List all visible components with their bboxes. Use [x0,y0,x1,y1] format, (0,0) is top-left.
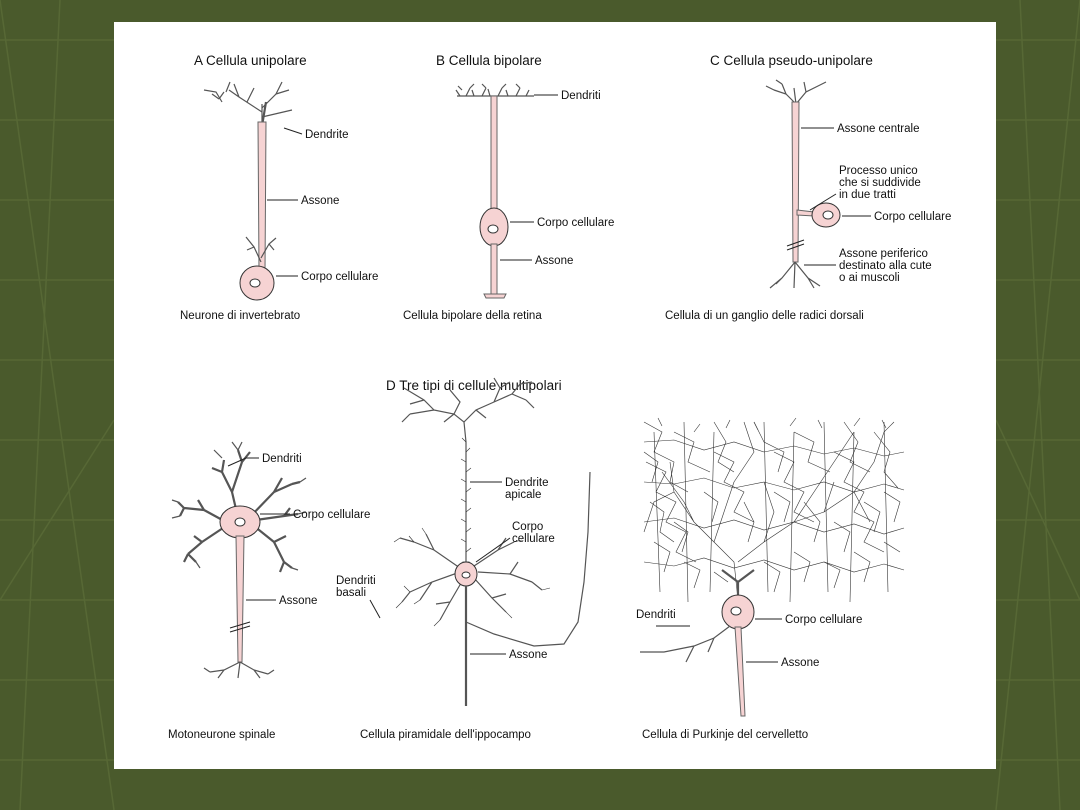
panel-c-title: C Cellula pseudo-unipolare [710,53,873,68]
purkinje-nucleus [730,606,742,616]
label-moto-corpo: Corpo cellulare [293,509,370,521]
bipolar-nucleus [487,224,499,234]
pyramidal-neuron: Dendrite apicale Corpo cellulare Dendrit… [336,377,591,741]
label-moto-assone: Assone [279,595,317,607]
label-pyr-corpo-1: Corpo [512,521,543,533]
unipolar-dendrites [203,81,293,127]
label-pyr-assone: Assone [509,649,547,661]
pyramidal-nucleus [461,571,471,579]
pseudo-axon-break [786,239,805,251]
label-b-corpo: Corpo cellulare [537,217,614,229]
pseudo-single-process [796,209,815,217]
label-assone: Assone [301,195,339,207]
label-moto-dendriti: Dendriti [262,453,302,465]
label-pyr-apicale-2: apicale [505,489,541,501]
moto-axon [235,535,245,663]
neuron-diagram: A Cellula unipolare Dendrite Assone Corp… [168,53,951,741]
caption-b: Cellula bipolare della retina [403,310,542,322]
caption-purk: Cellula di Purkinje del cervelletto [642,729,808,741]
label-c-periferico-3: o ai muscoli [839,272,900,284]
label-b-dendriti: Dendriti [561,90,601,102]
moto-terminals [203,661,275,679]
leader-c-processo [809,193,837,211]
panel-d-title: D Tre tipi di cellule multipolari [386,378,562,393]
moto-nucleus [234,517,246,527]
label-b-assone: Assone [535,255,573,267]
label-purk-dendriti: Dendriti [636,609,676,621]
leader-dendrite [283,127,303,135]
label-c-periferico-2: destinato alla cute [839,260,932,272]
caption-c: Cellula di un ganglio delle radici dorsa… [665,310,864,322]
bipolar-dendrite-trunk [490,95,498,213]
label-c-corpo: Corpo cellulare [874,211,951,223]
label-corpo: Corpo cellulare [301,271,378,283]
label-c-processo-3: in due tratti [839,189,896,201]
label-pyr-corpo-2: cellulare [512,533,555,545]
pseudo-peripheral-branches [769,261,821,289]
purkinje-lower-dendrite [640,625,731,663]
panel-c-pseudo-unipolar: C Cellula pseudo-unipolare Assone centra… [665,53,951,322]
label-c-centrale: Assone centrale [837,123,919,135]
bipolar-terminal [483,293,507,299]
label-pyr-basali-2: basali [336,587,366,599]
moto-axon-break [229,621,251,633]
panel-b-bipolar: B Cellula bipolare Dendriti Corpo cellul… [403,53,614,322]
label-purk-corpo: Corpo cellulare [785,614,862,626]
panel-a-title: A Cellula unipolare [194,53,307,68]
bipolar-dendrites [455,83,534,97]
motoneuron: Dendriti Corpo cellulare Assone Motoneur… [168,441,370,741]
bipolar-axon [490,243,498,295]
label-dendrite: Dendrite [305,129,348,141]
pseudo-axon [791,101,800,263]
unipolar-axon-terminals [245,236,277,263]
pyramidal-axon-collateral [465,471,591,647]
label-c-processo-2: che si suddivide [839,177,921,189]
caption-pyr: Cellula piramidale dell'ippocampo [360,729,531,741]
caption-a: Neurone di invertebrato [180,310,300,322]
pseudo-nucleus [822,210,834,220]
caption-moto: Motoneurone spinale [168,729,275,741]
label-c-processo-1: Processo unico [839,165,918,177]
purkinje-neuron: Dendriti Corpo cellulare Assone Cellula … [636,417,905,741]
unipolar-nucleus [249,278,261,288]
unipolar-axon [257,121,267,273]
label-pyr-basali-1: Dendriti [336,575,376,587]
purkinje-dendritic-tree [643,417,905,603]
diagram-panel: A Cellula unipolare Dendrite Assone Corp… [114,22,996,769]
purkinje-axon [734,626,746,717]
label-pyr-apicale-1: Dendrite [505,477,548,489]
pseudo-central-branches [765,79,827,105]
panel-a-unipolar: A Cellula unipolare Dendrite Assone Corp… [180,53,378,322]
panel-b-title: B Cellula bipolare [436,53,542,68]
pyramidal-basal-dendrites [399,533,543,621]
label-purk-assone: Assone [781,657,819,669]
label-c-periferico-1: Assone periferico [839,248,928,260]
